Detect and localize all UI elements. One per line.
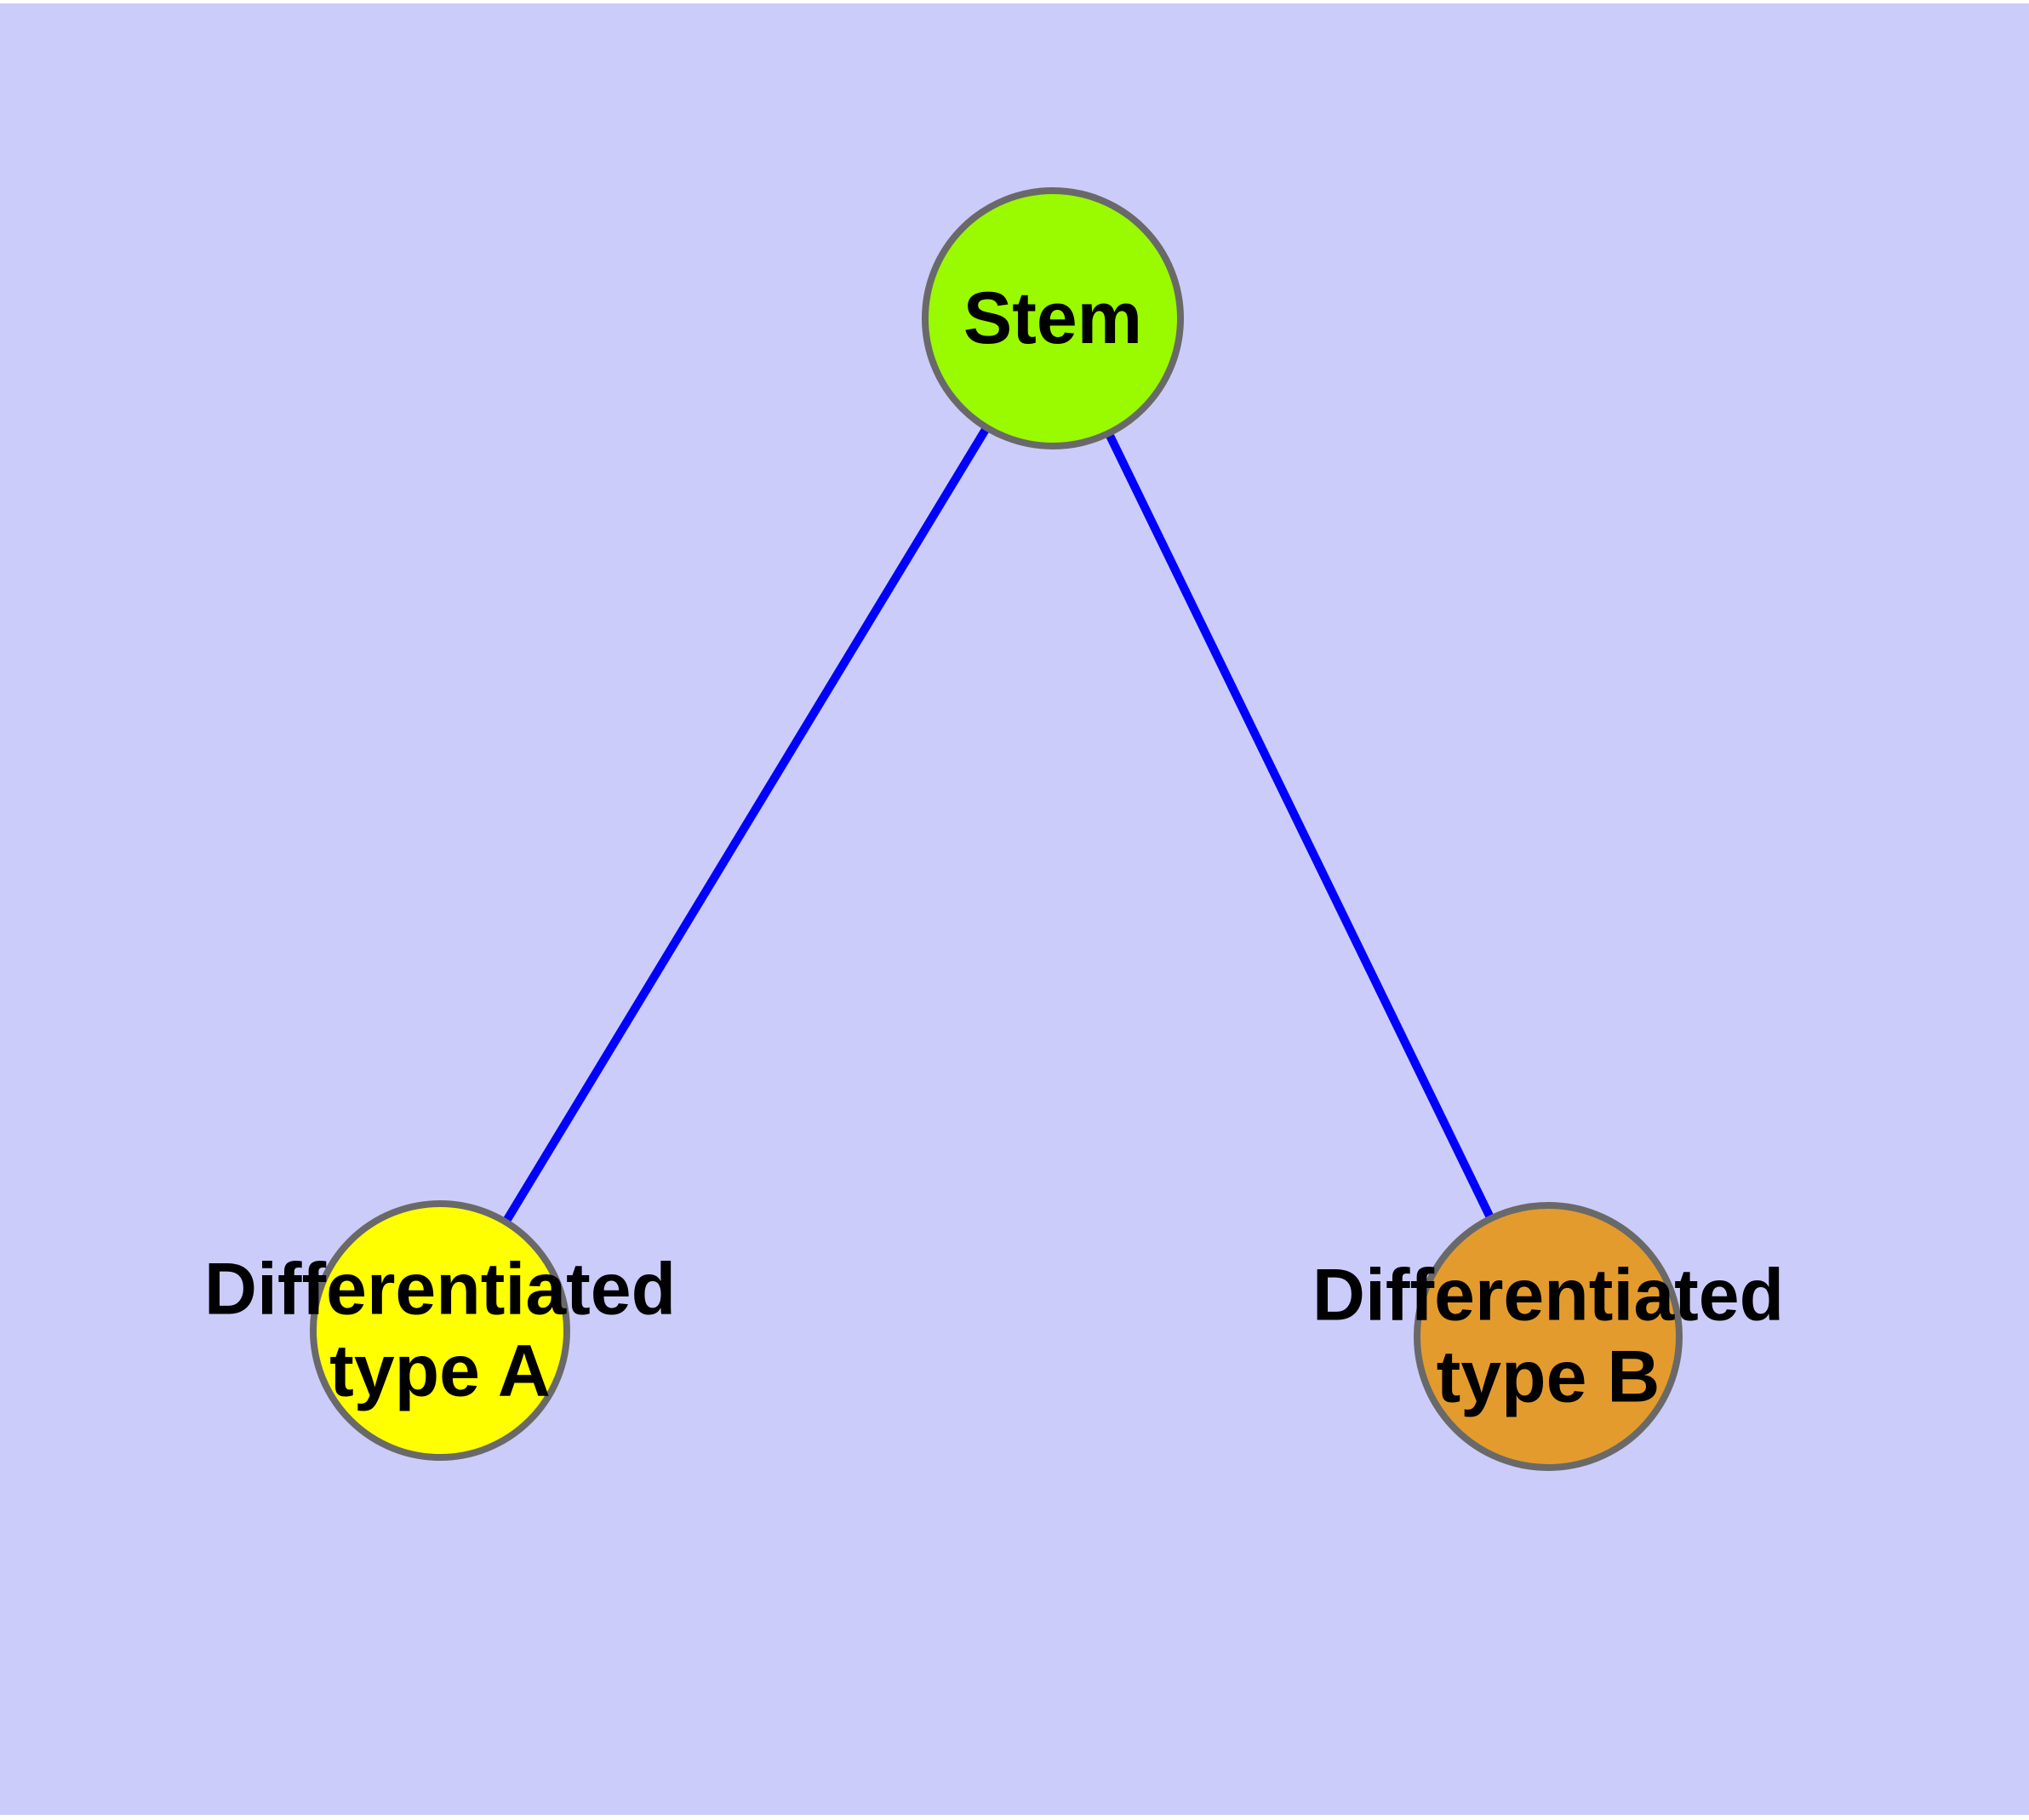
graph-node-diff_a[interactable]	[310, 1200, 570, 1461]
graph-edge	[499, 421, 993, 1229]
edge-layer	[499, 421, 1497, 1229]
node-layer	[310, 187, 1683, 1471]
graph-node-stem[interactable]	[922, 187, 1184, 449]
graph-edge	[1102, 426, 1497, 1226]
graph-node-diff_b[interactable]	[1414, 1202, 1683, 1471]
